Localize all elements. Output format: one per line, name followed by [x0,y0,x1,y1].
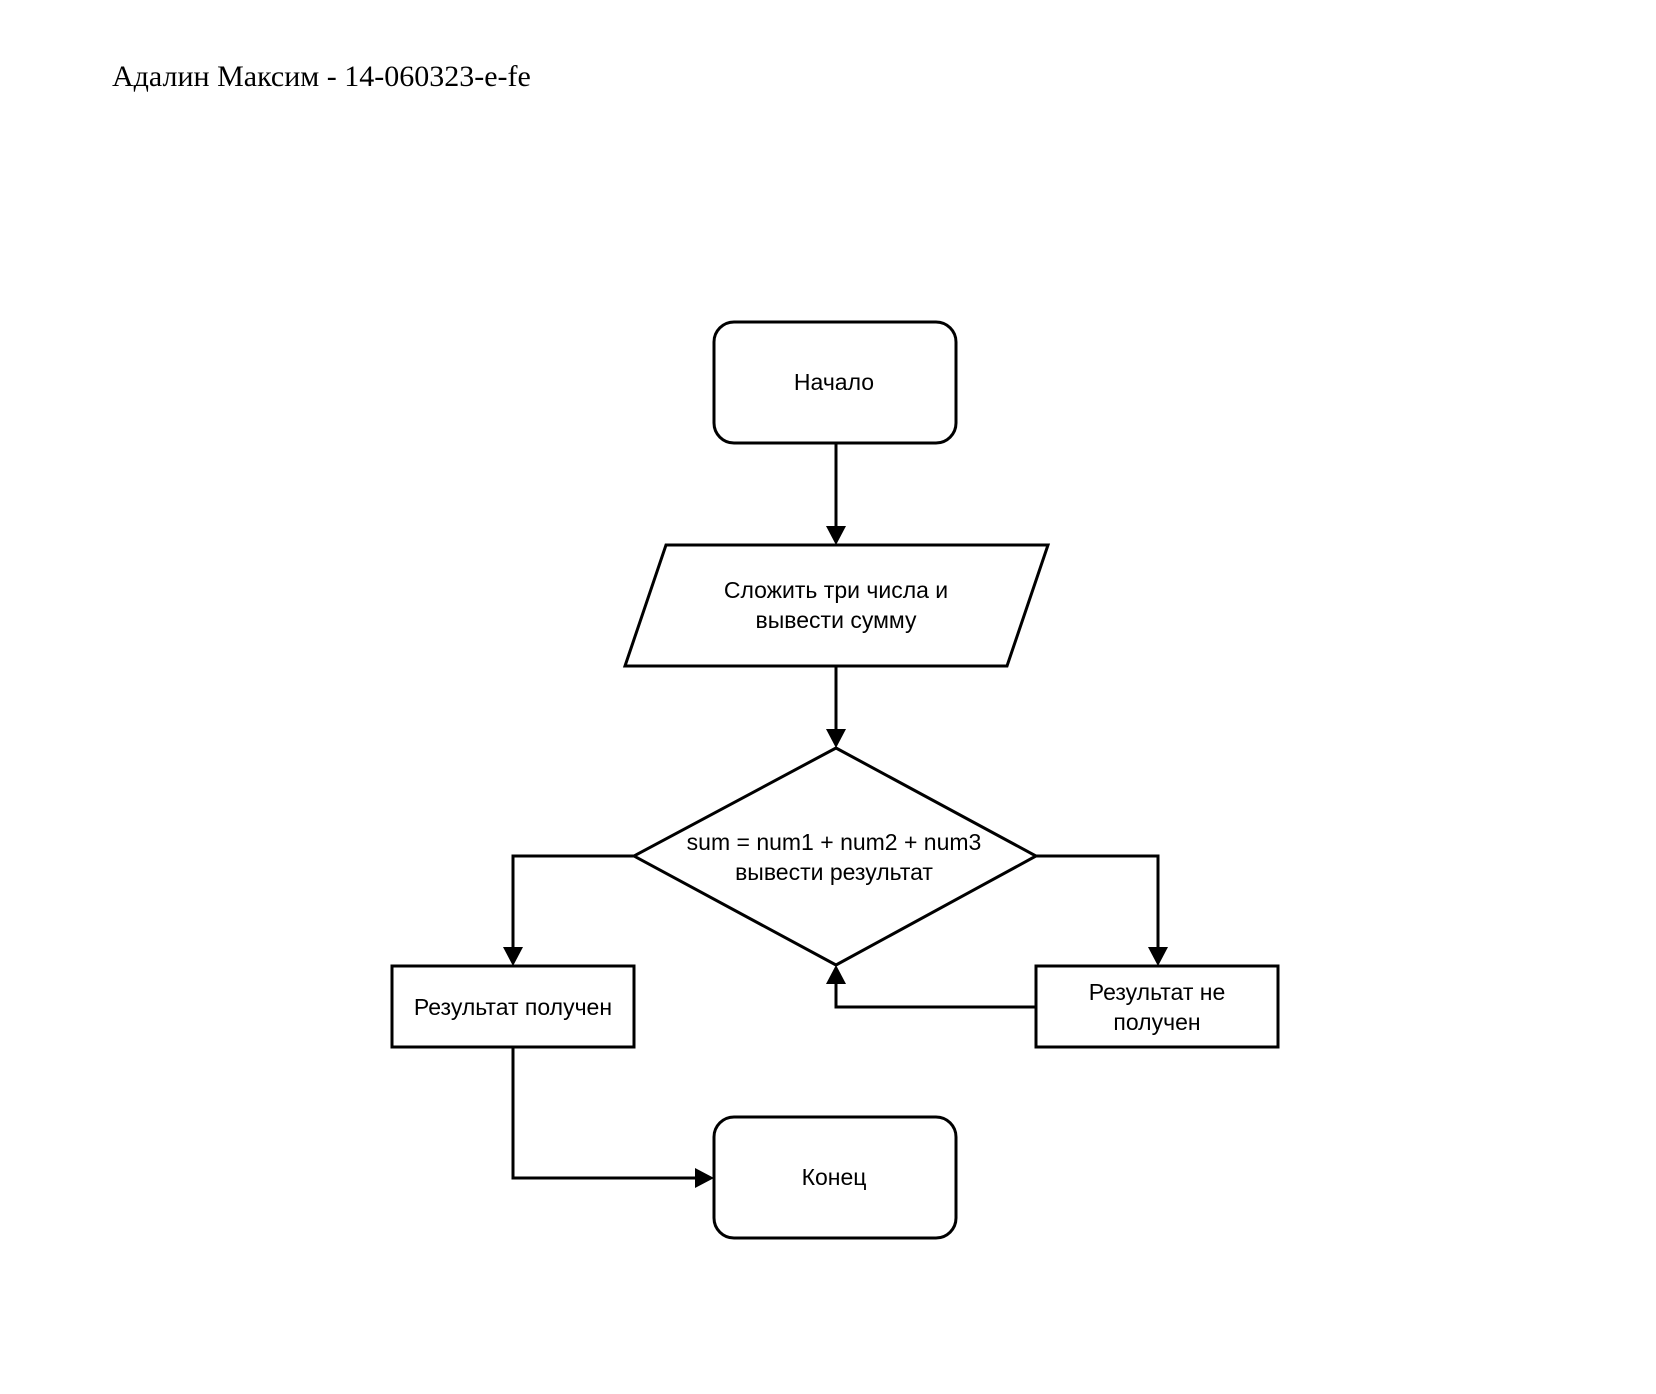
result-ok-box-shape [390,964,636,1049]
start-terminator-shape [712,320,958,445]
result-ok-label: Результат получен [414,994,612,1020]
edge-start-to-input [826,443,846,545]
end-terminator-shape [712,1115,958,1240]
decision-diamond-shape [630,746,1040,967]
decision-label-line-1: sum = num1 + num2 + num3 [687,829,982,855]
input-parallelogram-shape [622,543,1051,668]
result-fail-label-line-2: получен [1113,1009,1200,1035]
start-label: Начало [794,369,874,395]
result-fail-node: Результат не получен [1034,964,1280,1049]
page-title: Адалин Максим - 14-060323-e-fe [112,60,531,93]
edge-decision-to-result-ok [503,854,634,966]
input-label-line-2: вывести сумму [756,607,917,633]
input-label-line-1: Сложить три числа и [724,577,948,603]
end-node: Конец [712,1115,958,1240]
edge-result-ok-to-end [511,1047,714,1188]
start-node: Начало [712,320,958,445]
result-fail-box-shape [1034,964,1280,1049]
edge-result-fail-to-decision [826,965,1036,1009]
end-label: Конец [802,1164,867,1190]
result-fail-label-line-1: Результат не [1089,979,1225,1005]
edge-input-to-decision [826,666,846,748]
input-node: Сложить три числа и вывести сумму [622,543,1051,668]
result-ok-node: Результат получен [390,964,636,1049]
decision-label-line-2: вывести результат [735,859,933,885]
decision-node: sum = num1 + num2 + num3 вывести результ… [630,746,1040,967]
edge-decision-to-result-fail [1036,854,1168,966]
